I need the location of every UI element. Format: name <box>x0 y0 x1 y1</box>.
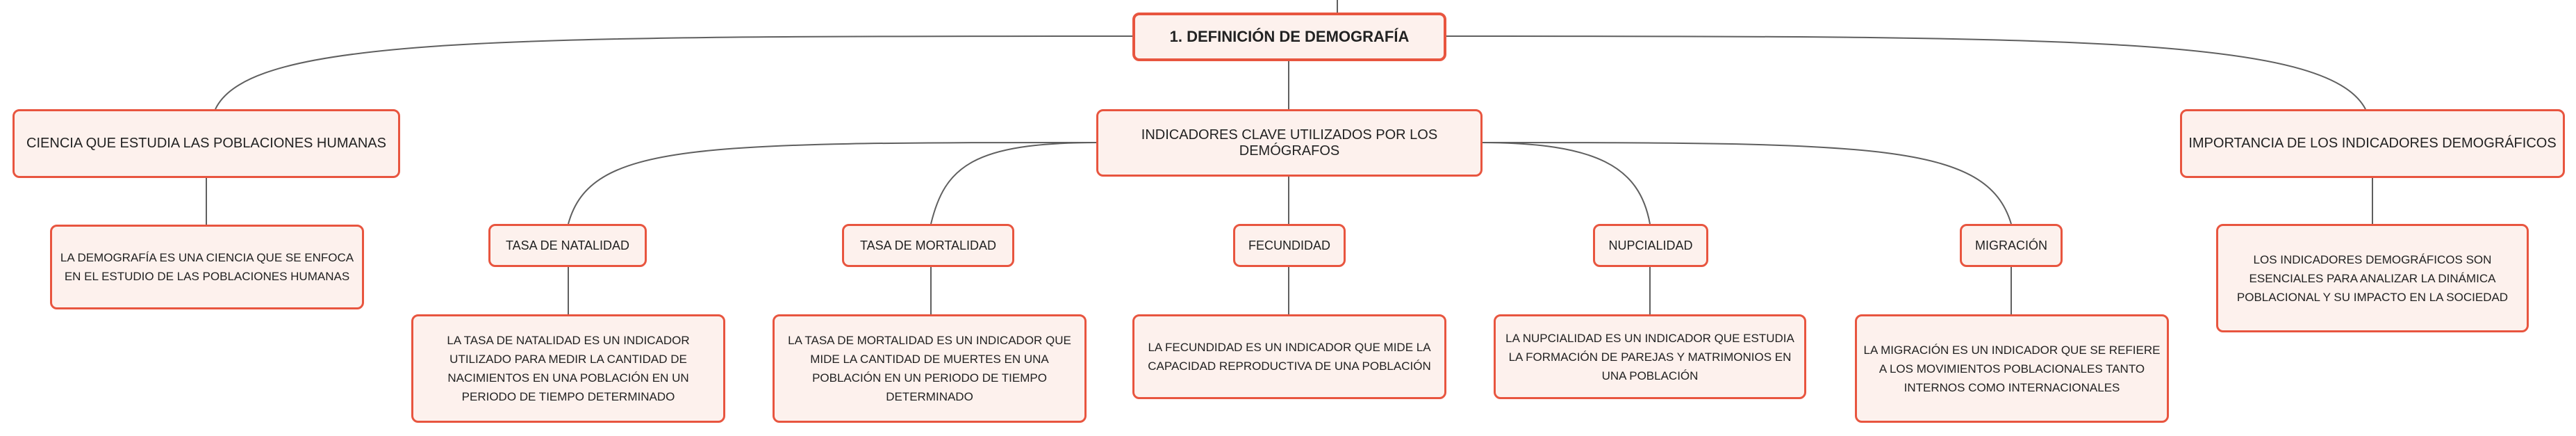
indicator-label: NUPCIALIDAD <box>1608 238 1693 252</box>
right-branch-detail[interactable]: LOS INDICADORES DEMOGRÁFICOS SON ESENCIA… <box>2216 224 2529 332</box>
right-branch-node[interactable]: IMPORTANCIA DE LOS INDICADORES DEMOGRÁFI… <box>2180 109 2565 178</box>
center-branch-node[interactable]: INDICADORES CLAVE UTILIZADOS POR LOS DEM… <box>1096 109 1483 177</box>
indicator-detail-text: LA TASA DE NATALIDAD ES UN INDICADOR UTI… <box>447 334 690 403</box>
indicator-detail-text: LA FECUNDIDAD ES UN INDICADOR QUE MIDE L… <box>1148 341 1431 373</box>
indicator-node-natalidad[interactable]: TASA DE NATALIDAD <box>488 224 647 267</box>
indicator-detail-fecundidad[interactable]: LA FECUNDIDAD ES UN INDICADOR QUE MIDE L… <box>1132 314 1446 399</box>
center-branch-label: INDICADORES CLAVE UTILIZADOS POR LOS DEM… <box>1141 127 1438 159</box>
connector-center-migracion <box>1479 142 2012 225</box>
indicator-node-migracion[interactable]: MIGRACIÓN <box>1960 224 2063 267</box>
indicator-label: FECUNDIDAD <box>1248 238 1330 252</box>
right-branch-detail-text: LOS INDICADORES DEMOGRÁFICOS SON ESENCIA… <box>2236 252 2509 304</box>
indicator-detail-nupcialidad[interactable]: LA NUPCIALIDAD ES UN INDICADOR QUE ESTUD… <box>1494 314 1806 399</box>
indicator-label: TASA DE NATALIDAD <box>505 238 630 252</box>
connector-center-natalidad <box>568 142 1098 225</box>
connector-center-nupcialidad <box>1479 142 1651 225</box>
left-branch-detail-text: LA DEMOGRAFÍA ES UNA CIENCIA QUE SE ENFO… <box>60 251 354 283</box>
indicator-node-fecundidad[interactable]: FECUNDIDAD <box>1233 224 1346 267</box>
indicator-node-nupcialidad[interactable]: NUPCIALIDAD <box>1593 224 1708 267</box>
left-branch-label: CIENCIA QUE ESTUDIA LAS POBLACIONES HUMA… <box>26 136 386 151</box>
connector-root-right <box>1444 35 2366 110</box>
indicator-detail-text: LA MIGRACIÓN ES UN INDICADOR QUE SE REFI… <box>1863 343 2161 394</box>
connector-root-left <box>215 35 1133 110</box>
indicator-node-mortalidad[interactable]: TASA DE MORTALIDAD <box>842 224 1014 267</box>
root-node[interactable]: 1. DEFINICIÓN DE DEMOGRAFÍA <box>1132 13 1446 61</box>
left-branch-detail[interactable]: LA DEMOGRAFÍA ES UNA CIENCIA QUE SE ENFO… <box>50 225 364 309</box>
indicator-detail-natalidad[interactable]: LA TASA DE NATALIDAD ES UN INDICADOR UTI… <box>411 314 725 423</box>
indicator-detail-text: LA NUPCIALIDAD ES UN INDICADOR QUE ESTUD… <box>1505 331 1794 382</box>
indicator-label: MIGRACIÓN <box>1974 238 2047 252</box>
left-branch-node[interactable]: CIENCIA QUE ESTUDIA LAS POBLACIONES HUMA… <box>13 109 400 178</box>
connector-center-mortalidad <box>930 142 1098 225</box>
indicator-detail-text: LA TASA DE MORTALIDAD ES UN INDICADOR QU… <box>788 334 1071 403</box>
root-node-label: 1. DEFINICIÓN DE DEMOGRAFÍA <box>1169 28 1410 45</box>
indicator-detail-mortalidad[interactable]: LA TASA DE MORTALIDAD ES UN INDICADOR QU… <box>773 314 1087 423</box>
indicator-label: TASA DE MORTALIDAD <box>859 238 997 252</box>
right-branch-label: IMPORTANCIA DE LOS INDICADORES DEMOGRÁFI… <box>2188 136 2557 151</box>
indicator-detail-migracion[interactable]: LA MIGRACIÓN ES UN INDICADOR QUE SE REFI… <box>1855 314 2169 423</box>
